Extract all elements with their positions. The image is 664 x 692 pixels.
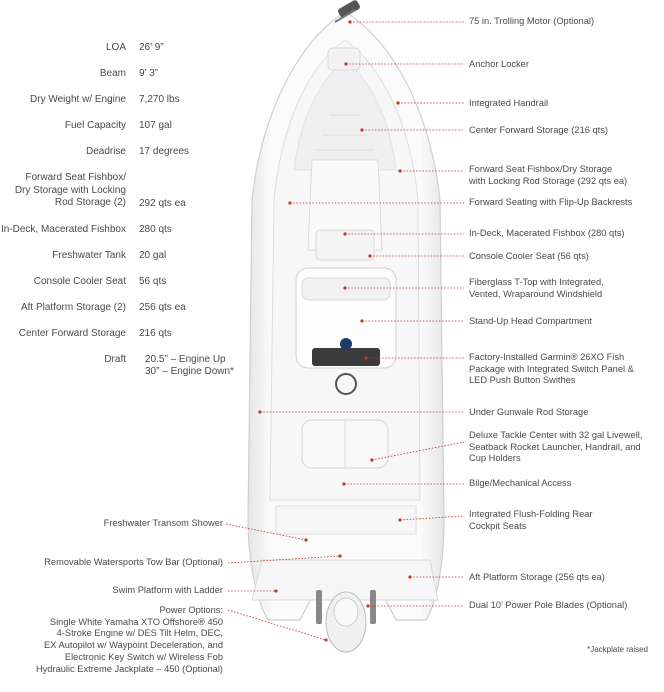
spec-label: Deadrise xyxy=(85,146,126,157)
spec-label: Fuel Capacity xyxy=(64,120,126,131)
anchor-locker xyxy=(327,47,361,71)
callout-forward-seat-fishbox: Forward Seat Fishbox/Dry Storage with Lo… xyxy=(469,164,628,186)
swim-platform xyxy=(251,559,439,601)
callout-in-deck-fishbox: In-Deck, Macerated Fishbox (280 qts) xyxy=(469,228,625,238)
spec-value: 20 gal xyxy=(139,250,167,261)
spec-value: 280 qts xyxy=(139,224,172,235)
callout-power-pole: Dual 10’ Power Pole Blades (Optional) xyxy=(469,600,628,610)
callout-console-cooler-seat: Console Cooler Seat (56 qts) xyxy=(469,251,589,261)
callout-trolling-motor: 75 in. Trolling Motor (Optional) xyxy=(469,16,595,26)
spec-label: Freshwater Tank xyxy=(52,250,126,261)
callout-anchor-locker: Anchor Locker xyxy=(469,59,529,69)
footnote: *Jackplate raised xyxy=(587,645,648,654)
outboard-engine xyxy=(325,591,367,653)
spec-label: Dry Weight w/ Engine xyxy=(30,94,126,105)
rear-cockpit-seats xyxy=(275,505,417,535)
callout-swim-platform: Swim Platform with Ladder xyxy=(112,585,223,595)
callout-t-top: Fiberglass T-Top with Integrated, Vented… xyxy=(469,277,604,299)
power-pole-left xyxy=(316,590,322,624)
spec-label: Aft Platform Storage (2) xyxy=(20,302,126,313)
spec-value: 9’ 3” xyxy=(139,68,159,79)
spec-label: LOA xyxy=(105,42,126,53)
spec-label: Beam xyxy=(99,68,126,79)
callout-tow-bar: Removable Watersports Tow Bar (Optional) xyxy=(44,557,223,567)
spec-label: Center Forward Storage xyxy=(18,328,126,339)
callout-garmin-package: Factory-Installed Garmin® 26XO Fish Pack… xyxy=(469,352,634,385)
callout-rod-storage: Under Gunwale Rod Storage xyxy=(469,407,589,417)
spec-value: 292 qts ea xyxy=(139,198,186,209)
spec-value: 107 gal xyxy=(139,120,172,131)
spec-value: 216 qts xyxy=(139,328,172,339)
spec-label: Console Cooler Seat xyxy=(33,276,126,287)
spec-value: 7,270 lbs xyxy=(139,94,180,105)
spec-value: 56 qts xyxy=(139,276,167,287)
callout-aft-platform-storage: Aft Platform Storage (256 qts ea) xyxy=(469,572,605,582)
helm-panel xyxy=(312,348,380,366)
console-cooler-seat xyxy=(315,229,375,261)
callout-head-compartment: Stand-Up Head Compartment xyxy=(469,316,592,326)
spec-value: 17 degrees xyxy=(139,146,190,157)
spec-value: 26’ 9” xyxy=(139,42,164,53)
spec-label: Forward Seat Fishbox/ Dry Storage with L… xyxy=(14,172,126,209)
steering-wheel xyxy=(335,373,357,395)
callout-center-forward-storage: Center Forward Storage (216 qts) xyxy=(469,125,608,135)
callout-bilge-access: Bilge/Mechanical Access xyxy=(469,478,572,488)
callout-transom-shower: Freshwater Transom Shower xyxy=(103,518,223,528)
power-pole-right xyxy=(370,590,376,624)
garmin-display xyxy=(340,338,352,350)
spec-value: 256 qts ea xyxy=(139,302,186,313)
callout-rear-cockpit-seats: Integrated Flush-Folding Rear Cockpit Se… xyxy=(469,509,593,531)
callout-forward-seating: Forward Seating with Flip-Up Backrests xyxy=(469,197,633,207)
callout-integrated-handrail: Integrated Handrail xyxy=(469,98,549,108)
power-options: Power Options: Single White Yamaha XTO O… xyxy=(35,605,223,674)
trolling-motor xyxy=(334,0,360,23)
leader-lines xyxy=(225,21,465,641)
spec-label: Draft xyxy=(104,354,126,365)
spec-value: 20.5” – Engine Up 30” – Engine Down* xyxy=(145,354,234,377)
spec-label: In-Deck, Macerated Fishbox xyxy=(0,224,126,235)
forward-seating xyxy=(307,159,383,251)
callout-tackle-center: Deluxe Tackle Center with 32 gal Livewel… xyxy=(469,430,643,463)
